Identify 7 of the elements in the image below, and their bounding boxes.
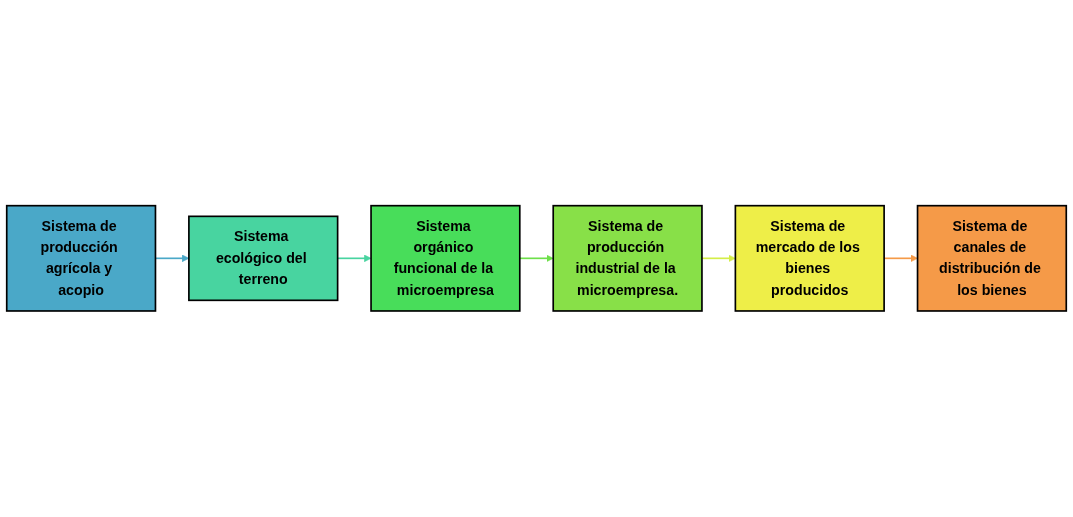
node-box: Sistema de canales de distribución de los bienes: [916, 205, 1068, 312]
node-box: Sistema de producción industrial de la microempresa.: [552, 205, 703, 312]
node-box: Sistema ecológico del terreno: [188, 215, 339, 302]
node-box: Sistema orgánico funcional de la microempresa: [370, 205, 521, 312]
node-box: Sistema de producción agrícola y acopio: [5, 205, 157, 312]
node-box: Sistema de mercado de los bienes producidos: [734, 205, 885, 312]
arrow: [701, 254, 736, 263]
